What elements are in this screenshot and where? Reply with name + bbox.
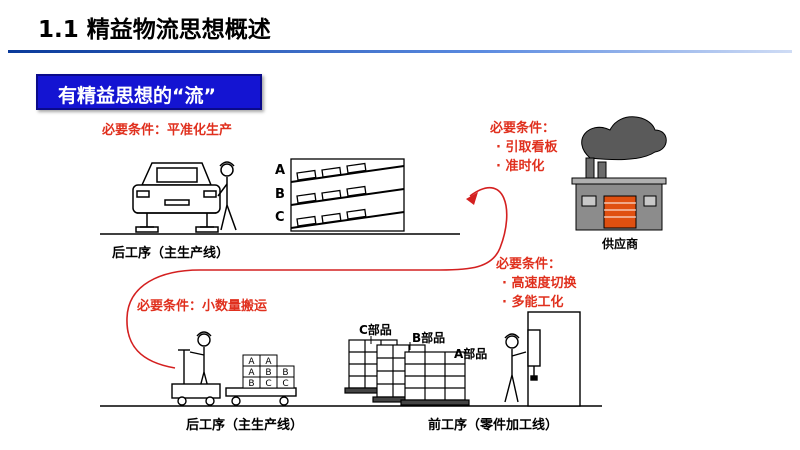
flow-rack	[290, 158, 405, 232]
label-part-a: A部品	[454, 347, 488, 361]
cart-box-label: A	[248, 368, 255, 378]
condition-changeover-item: · 高速度切换	[502, 276, 577, 291]
label-part-c: C部品	[359, 323, 392, 337]
label-front-process: 前工序（零件加工线）	[428, 418, 559, 433]
condition-changeover: 必要条件： · 高速度切换 · 多能工化	[496, 255, 576, 312]
rack-row-label-c: C	[275, 210, 285, 225]
condition-small-batch: 必要条件：小数量搬运	[137, 299, 268, 314]
page-title: 1.1 精益物流思想概述	[38, 17, 271, 43]
worker-top-icon	[217, 161, 237, 231]
condition-supplier-item: · 引取看板	[496, 140, 558, 155]
rack-row-label-b: B	[275, 187, 285, 202]
condition-leveling: 必要条件：平准化生产	[102, 123, 233, 138]
rack-row-label-a: A	[275, 163, 286, 178]
cart-box-label: C	[282, 379, 288, 389]
cart-box-label: A	[265, 357, 272, 367]
label-rear-process-top: 后工序（主生产线）	[112, 246, 230, 261]
flow-arrow	[126, 187, 508, 369]
condition-supplier-head: 必要条件：	[490, 121, 556, 136]
label-rear-process-bottom: 后工序（主生产线）	[186, 418, 304, 433]
factory-icon	[571, 116, 667, 231]
car-icon	[132, 162, 221, 233]
section-banner: 有精益思想的“流”	[36, 74, 262, 110]
title-divider	[8, 50, 792, 53]
condition-supplier-item: · 准时化	[496, 159, 545, 174]
label-supplier: 供应商	[602, 237, 639, 251]
parts-shelves	[344, 336, 470, 406]
cart-box-label: B	[265, 368, 271, 378]
label-part-b: B部品	[412, 331, 446, 345]
cart-box	[276, 376, 295, 389]
cart-worker-icon	[171, 331, 297, 406]
cart-box-label: C	[265, 379, 271, 389]
condition-changeover-head: 必要条件：	[496, 257, 562, 272]
cart-box-label: B	[248, 379, 254, 389]
condition-changeover-item: · 多能工化	[502, 295, 564, 310]
cart-box-label: B	[282, 368, 288, 378]
condition-supplier: 必要条件： · 引取看板 · 准时化	[490, 119, 557, 176]
cart-box-label: A	[248, 357, 255, 367]
flow-arrowhead	[466, 192, 478, 205]
machine-worker-icon	[504, 311, 581, 407]
